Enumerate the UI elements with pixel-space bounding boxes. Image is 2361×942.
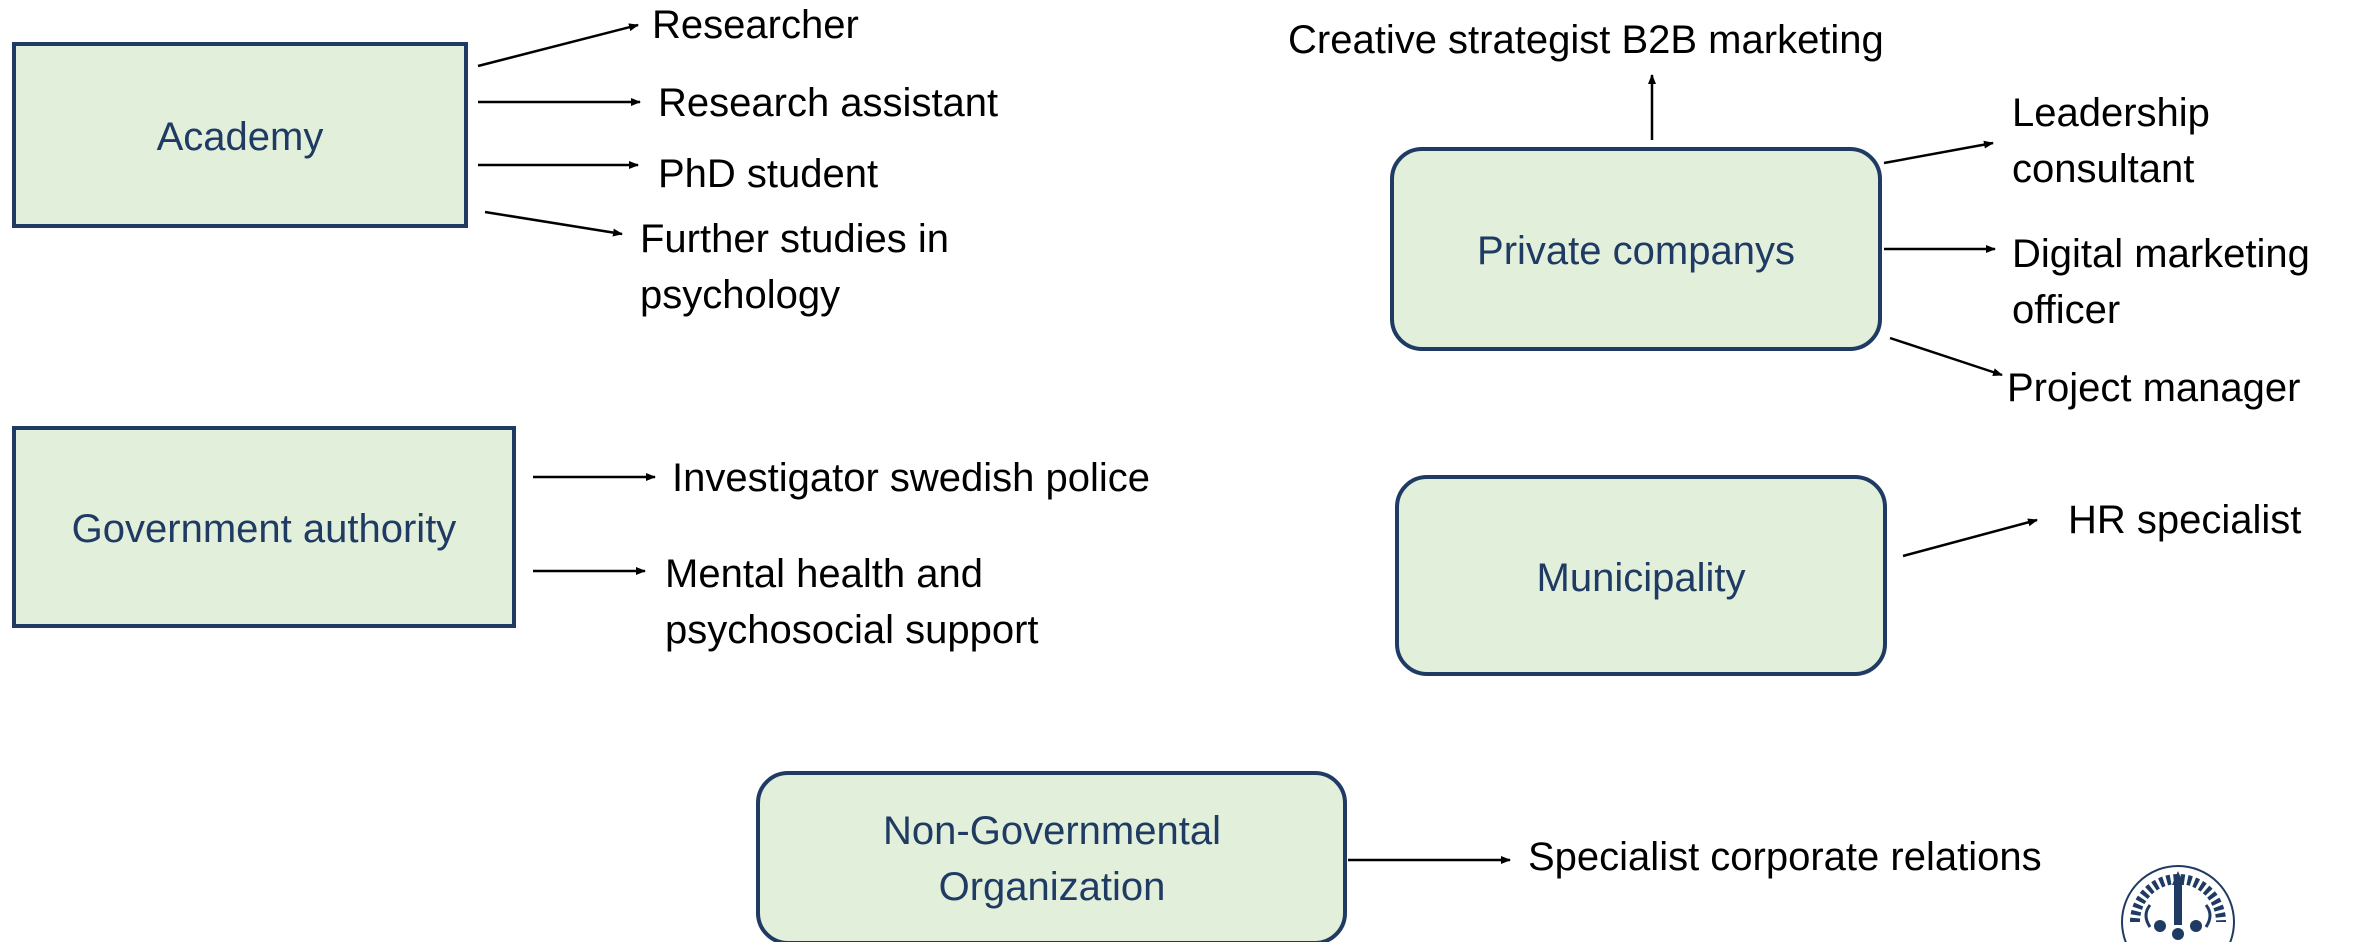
role-digital-marketing-line1: Digital marketing	[2012, 232, 2310, 276]
role-research-assistant: Research assistant	[658, 81, 998, 125]
arrow-researcher	[477, 23, 639, 68]
arrow-hr-specialist	[1902, 518, 2038, 558]
arrow-further-studies	[484, 210, 623, 237]
role-further-studies-line2: psychology	[640, 273, 840, 317]
private-companys-box: Private companys	[1390, 147, 1882, 351]
arrows	[477, 23, 2038, 864]
role-specialist-corporate: Specialist corporate relations	[1528, 835, 2042, 879]
ngo-label-line2: Organization	[939, 865, 1166, 909]
role-phd-student: PhD student	[658, 152, 878, 196]
role-leadership-line2: consultant	[2012, 147, 2194, 191]
role-investigator: Investigator swedish police	[672, 456, 1150, 500]
role-leadership-line1: Leadership	[2012, 91, 2210, 135]
role-digital-marketing-line2: officer	[2012, 288, 2120, 332]
municipality-label: Municipality	[1537, 556, 1746, 600]
role-hr-specialist: HR specialist	[2068, 498, 2301, 542]
academy-box: Academy	[12, 42, 468, 228]
role-mental-health-line2: psychosocial support	[665, 608, 1039, 652]
role-creative-strategist: Creative strategist B2B marketing	[1288, 18, 1884, 62]
role-mental-health-line1: Mental health and	[665, 552, 983, 596]
government-authority-box: Government authority	[12, 426, 516, 628]
arrow-leadership	[1883, 140, 1994, 165]
ngo-box: Non-Governmental Organization	[756, 771, 1347, 942]
private-companys-label: Private companys	[1477, 229, 1795, 273]
ngo-label-line1: Non-Governmental	[883, 809, 1221, 853]
arrow-project-manager	[1889, 336, 2003, 377]
role-further-studies-line1: Further studies in	[640, 217, 949, 261]
academy-label: Academy	[157, 115, 324, 159]
role-project-manager: Project manager	[2007, 366, 2300, 410]
role-researcher: Researcher	[652, 3, 859, 47]
university-seal-logo	[2121, 865, 2235, 942]
municipality-box: Municipality	[1395, 475, 1887, 676]
government-authority-label: Government authority	[72, 507, 457, 551]
